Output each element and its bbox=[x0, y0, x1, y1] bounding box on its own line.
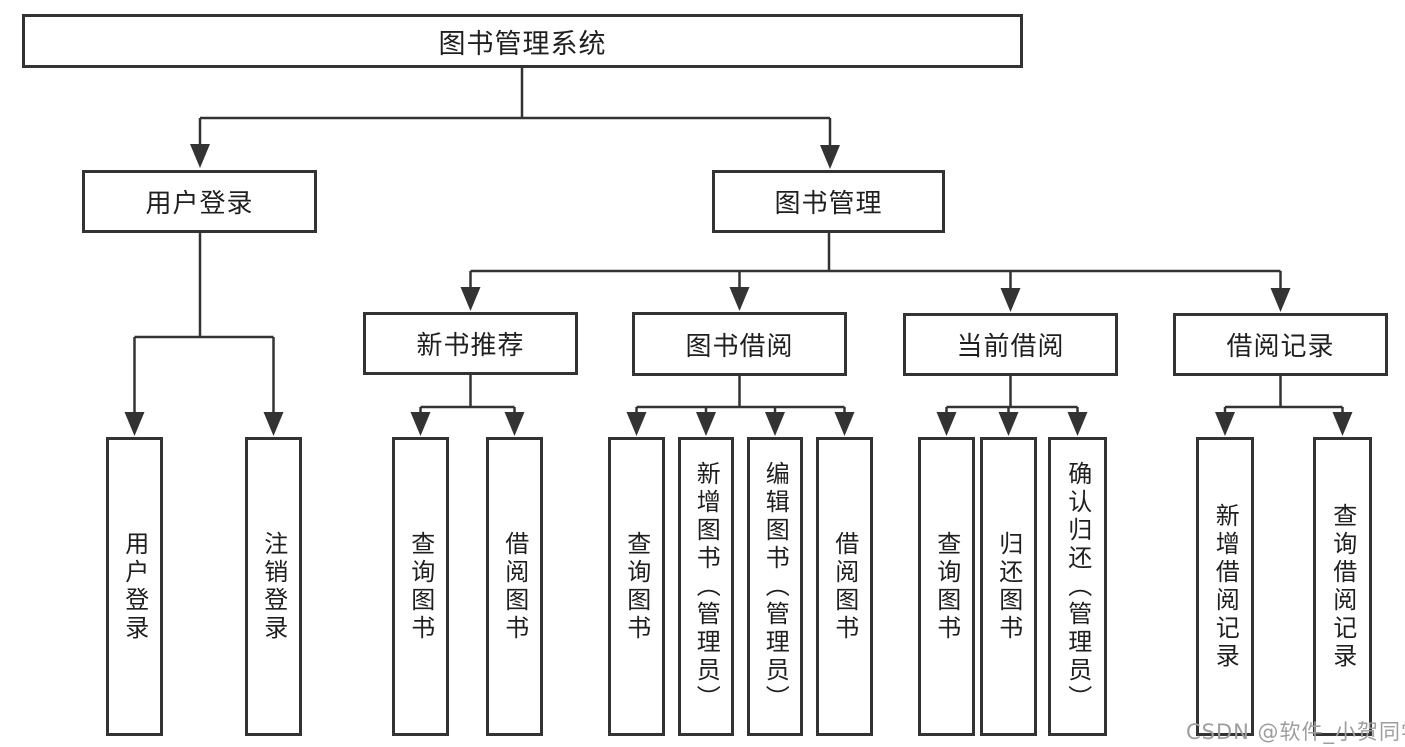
node-book-management: 图书管理 bbox=[712, 170, 945, 233]
connector-bookmgmt-to-level3 bbox=[460, 233, 1291, 312]
connector-bookborrowing-to-leaves bbox=[626, 376, 855, 436]
leaf-query-books-2: 查询图书 bbox=[608, 437, 665, 736]
leaf-return-books: 归还图书 bbox=[980, 437, 1037, 736]
leaf-edit-books-admin: 编辑图书（管理员） bbox=[747, 437, 803, 736]
leaf-add-borrow-record: 新增借阅记录 bbox=[1196, 437, 1254, 736]
node-root-library-system: 图书管理系统 bbox=[22, 14, 1023, 68]
leaf-query-books-3: 查询图书 bbox=[918, 437, 975, 736]
node-current-borrowing: 当前借阅 bbox=[903, 313, 1118, 376]
csdn-watermark: CSDN @软件_小贺同学 bbox=[1186, 720, 1405, 744]
connector-currentborrowing-to-leaves bbox=[936, 376, 1088, 436]
leaf-query-borrow-record: 查询借阅记录 bbox=[1313, 437, 1372, 736]
connector-root-to-level2 bbox=[190, 68, 840, 169]
node-book-borrowing: 图书借阅 bbox=[632, 312, 847, 376]
leaf-borrow-books-1: 借阅图书 bbox=[486, 437, 543, 736]
leaf-user-login: 用户登录 bbox=[106, 437, 163, 736]
leaf-query-books-1: 查询图书 bbox=[392, 437, 449, 736]
node-new-book-recommend: 新书推荐 bbox=[363, 312, 578, 375]
connector-userlogin-to-leaves bbox=[124, 233, 284, 436]
connector-records-to-leaves bbox=[1215, 376, 1353, 436]
leaf-borrow-books-2: 借阅图书 bbox=[816, 437, 873, 736]
leaf-logout: 注销登录 bbox=[245, 437, 302, 736]
node-borrowing-records: 借阅记录 bbox=[1173, 313, 1388, 376]
connector-newbooks-to-leaves bbox=[410, 375, 525, 436]
leaf-add-books-admin: 新增图书（管理员） bbox=[678, 437, 734, 736]
node-user-login: 用户登录 bbox=[82, 170, 317, 233]
leaf-confirm-return-admin: 确认归还（管理员） bbox=[1048, 437, 1107, 736]
